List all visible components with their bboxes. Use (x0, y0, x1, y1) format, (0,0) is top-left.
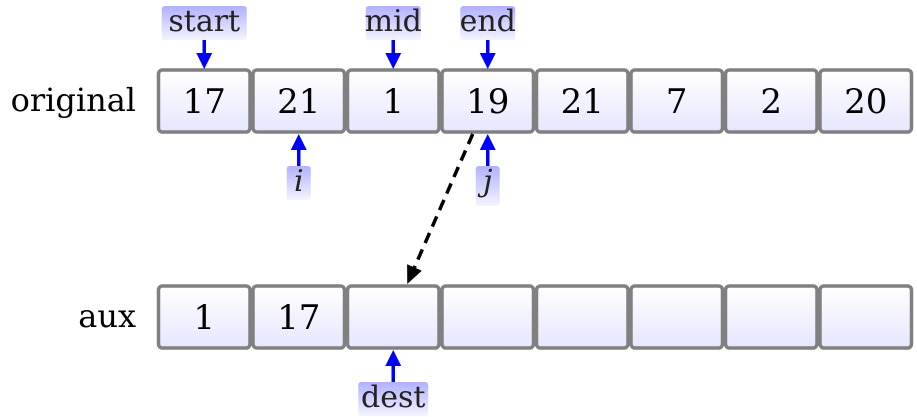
pointer-label: mid (365, 4, 422, 39)
pointer-label: i (294, 164, 304, 199)
pointer-arrow-head-icon (479, 134, 496, 150)
pointer-tag (161, 6, 247, 40)
original-cell: 20 (818, 68, 914, 134)
pointer-start: start (161, 4, 247, 69)
row-label-aux: aux (78, 297, 136, 335)
pointer-label: end (460, 4, 516, 39)
pointer-tag (358, 382, 429, 416)
cell-value: 17 (183, 82, 226, 122)
cell-box (345, 284, 441, 350)
cell-value: 1 (382, 82, 404, 122)
cell-value: 19 (466, 82, 509, 122)
aux-cell: 1 (156, 284, 252, 350)
cell-box (629, 284, 725, 350)
aux-cell (723, 284, 819, 350)
cell-box (251, 284, 347, 350)
cell-value: 7 (666, 82, 688, 122)
original-cell: 19 (440, 68, 536, 134)
pointer-j: j (475, 134, 500, 206)
pointer-arrow-head-icon (385, 53, 402, 69)
original-cell: 7 (629, 68, 725, 134)
pointer-arrow-head-icon (290, 134, 307, 150)
pointer-label: start (168, 4, 240, 39)
copy-arrow-line (412, 133, 475, 269)
pointer-end: end (460, 4, 516, 69)
aux-cell (345, 284, 441, 350)
pointer-arrow-head-icon (385, 350, 402, 366)
pointer-tag (460, 6, 516, 40)
cell-box (440, 284, 536, 350)
cell-box (723, 284, 819, 350)
pointer-label: dest (361, 380, 425, 415)
cell-box (534, 284, 630, 350)
cell-box (534, 68, 630, 134)
cell-box (440, 68, 536, 134)
cell-box (723, 68, 819, 134)
cell-value: 20 (844, 82, 887, 122)
row-label-original: original (11, 81, 136, 119)
cell-value: 21 (277, 82, 320, 122)
aux-cell (629, 284, 725, 350)
pointer-mid: mid (365, 4, 422, 69)
pointer-arrow-head-icon (479, 53, 496, 69)
pointer-i: i (286, 134, 311, 200)
cell-box (818, 68, 914, 134)
aux-cell: 17 (251, 284, 347, 350)
pointer-tag (286, 166, 311, 200)
aux-cell (818, 284, 914, 350)
cell-box (156, 68, 252, 134)
cell-value: 17 (277, 298, 320, 338)
cell-value: 1 (193, 298, 215, 338)
cell-value: 21 (561, 82, 604, 122)
pointer-tag (475, 166, 500, 206)
original-cell: 2 (723, 68, 819, 134)
cell-box (629, 68, 725, 134)
cell-box (156, 284, 252, 350)
copy-arrow-head-icon (407, 264, 422, 284)
aux-cell (534, 284, 630, 350)
aux-cell (440, 284, 536, 350)
original-cell: 21 (534, 68, 630, 134)
cell-box (818, 284, 914, 350)
cell-box (345, 68, 441, 134)
cell-box (251, 68, 347, 134)
pointer-arrow-head-icon (196, 53, 213, 69)
pointer-dest: dest (358, 350, 429, 416)
original-cell: 1 (345, 68, 441, 134)
original-cell: 21 (251, 68, 347, 134)
cell-value: 2 (760, 82, 782, 122)
original-cell: 17 (156, 68, 252, 134)
pointer-tag (365, 6, 421, 40)
